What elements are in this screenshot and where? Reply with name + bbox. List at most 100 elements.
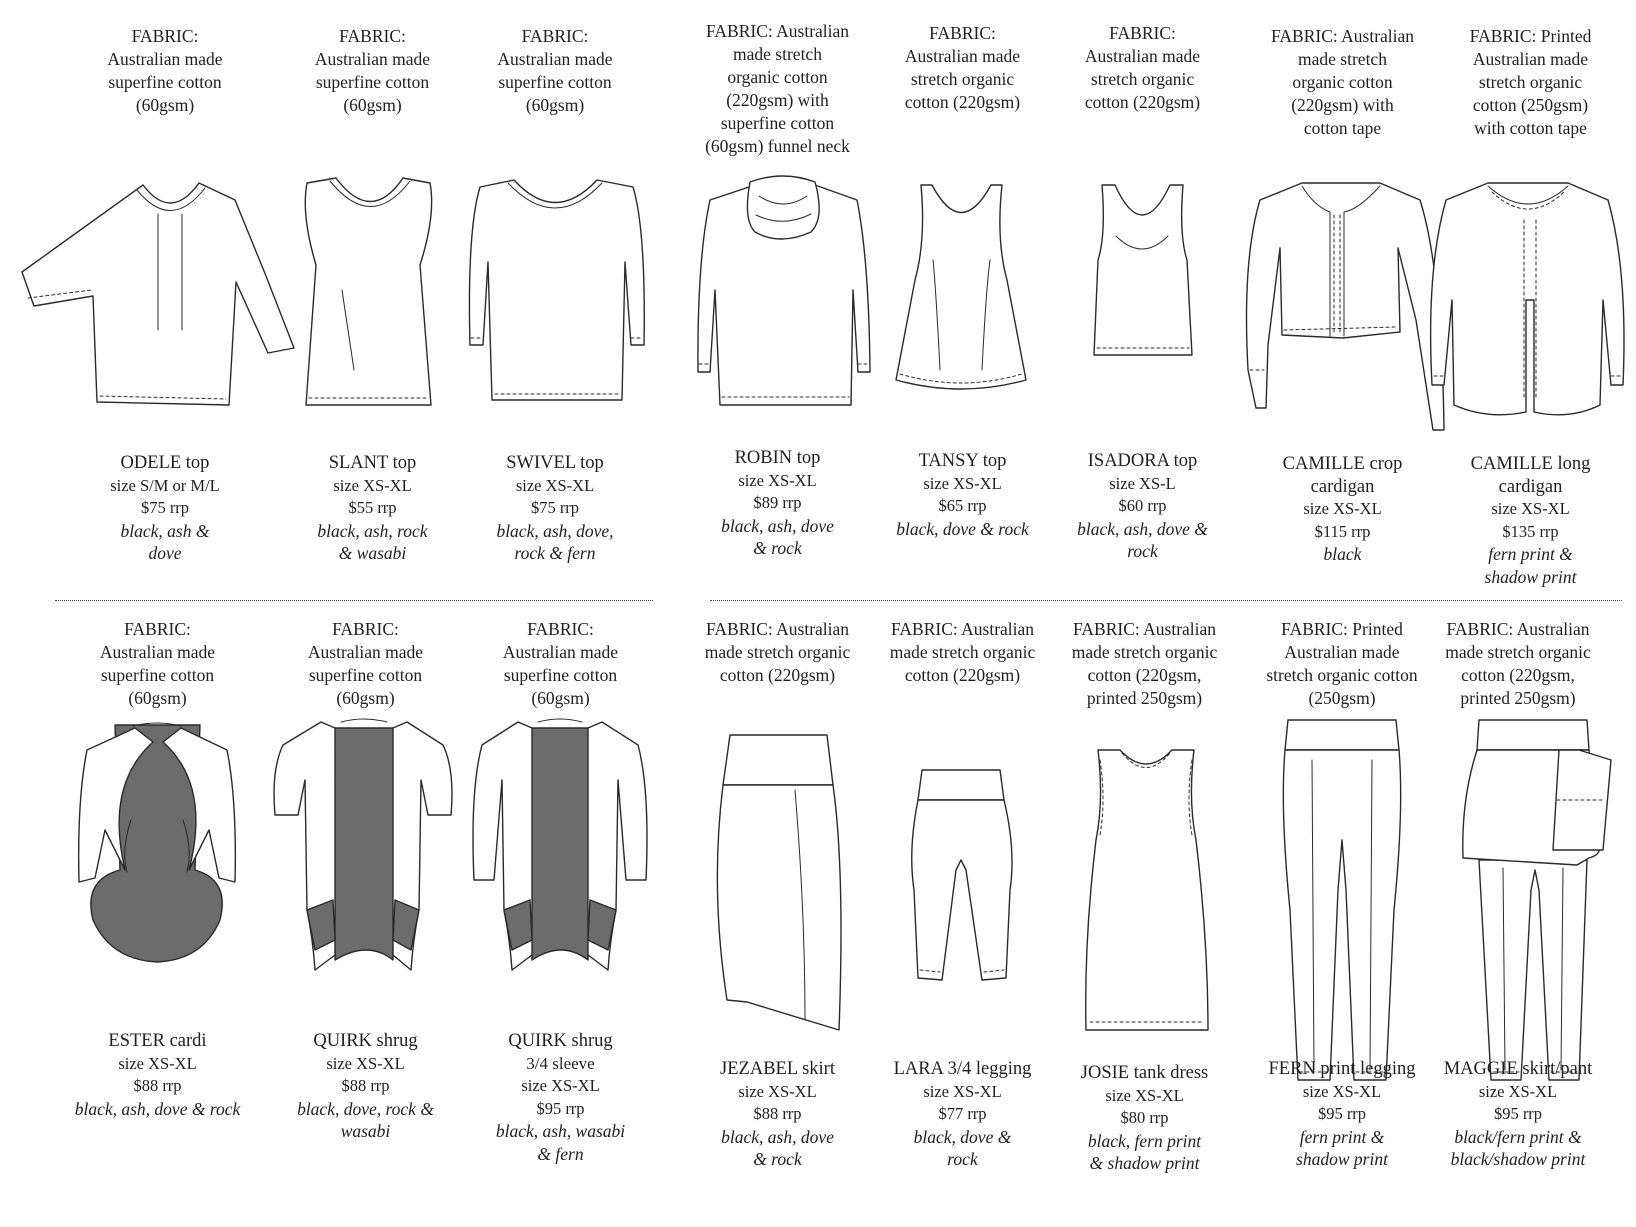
garment-price: $55 rrp — [348, 498, 397, 517]
garment-name: ESTER cardi — [108, 1031, 207, 1051]
fabric-description: FABRIC: Australian made stretch organic … — [1084, 23, 1201, 112]
fabric-description: FABRIC: Australian made stretch organic … — [705, 21, 850, 156]
row-divider-left — [55, 600, 653, 601]
garment-card-camille-crop: FABRIC: Australian made stretch organic … — [1220, 0, 1465, 590]
garment-name: SWIVEL top — [506, 453, 604, 473]
garment-price: $95 rrp — [1317, 1104, 1367, 1123]
garment-price: $95 rrp — [1493, 1104, 1543, 1123]
garment-size: size XS-XL — [515, 475, 595, 495]
garment-card-quirk-shrug: FABRIC: Australian made superfine cotton… — [243, 610, 488, 1200]
quirk-shrug-3-4-sketch — [472, 718, 648, 971]
garment-name: QUIRK shrug — [313, 1031, 418, 1051]
garment-name: TANSY top — [918, 451, 1007, 471]
garment-size: size XS-L — [1109, 473, 1176, 493]
garment-colors: black — [1323, 544, 1362, 564]
garment-info: MAGGIE skirt/pant size XS-XL $95 rrp bla… — [1403, 1058, 1633, 1171]
garment-info: FERN print legging size XS-XL $95 rrp fe… — [1212, 1058, 1472, 1171]
garment-colors: black, ash &dove — [120, 520, 210, 564]
garment-card-robin: FABRIC: Australian made stretch organic … — [655, 0, 900, 590]
garment-info: ODELE top size S/M or M/L $75 rrp black,… — [40, 452, 290, 565]
josie-tank-dress-sketch — [1085, 749, 1209, 1031]
garment-size: size XS-XL — [1491, 499, 1570, 518]
garment-colors: black, ash, dove &rock — [1077, 518, 1208, 562]
garment-info: ESTER cardi size XS-XL $88 rrp black, as… — [35, 1030, 280, 1120]
fabric-description: FABRIC: Australian made superfine cotton… — [502, 619, 619, 708]
fabric-description: FABRIC: Australian made stretch organic … — [704, 619, 851, 685]
garment-colors: black/fern print &black/shadow print — [1450, 1126, 1586, 1170]
garment-price: $75 rrp — [140, 498, 190, 517]
garment-card-isadora: FABRIC: Australian made stretch organic … — [1020, 0, 1265, 590]
garment-info: JEZABEL skirt size XS-XL $88 rrp black, … — [655, 1058, 900, 1171]
garment-colors: black, ash, dove& rock — [721, 1126, 834, 1170]
garment-card-slant: FABRIC: Australian made superfine cotton… — [250, 0, 495, 590]
garment-price: $77 rrp — [938, 1104, 987, 1123]
garment-colors: black, dove & rock — [896, 518, 1029, 539]
garment-card-quirk-shrug-3-4: FABRIC: Australian made superfine cotton… — [438, 610, 683, 1200]
jezabel-skirt-sketch — [716, 734, 842, 1031]
garment-name-line-2: 3/4 sleeve — [526, 1053, 595, 1073]
fabric-description: FABRIC: Australian made superfine cotton… — [99, 619, 216, 708]
maggie-skirt-pant-sketch — [1462, 719, 1612, 1081]
garment-info: CAMILLE crop cardigan size XS-XL $115 rr… — [1220, 453, 1465, 566]
camille-long-cardigan-sketch — [1429, 182, 1625, 416]
garment-name: QUIRK shrug — [508, 1031, 613, 1051]
lara-legging-sketch — [911, 769, 1013, 981]
garment-name: CAMILLE crop — [1282, 454, 1403, 474]
garment-colors: black, fern print& shadow print — [1087, 1130, 1202, 1174]
garment-price: $88 rrp — [753, 1104, 802, 1123]
garment-info: LARA 3/4 legging size XS-XL $77 rrp blac… — [840, 1058, 1085, 1171]
fabric-description: FABRIC: Printed Australian made stretch … — [1266, 619, 1418, 708]
garment-size: size XS-XL — [1105, 1085, 1184, 1105]
garment-name-line-2: cardigan — [1498, 476, 1563, 497]
garment-card-lara: FABRIC: Australian made stretch organic … — [840, 610, 1085, 1200]
row-divider-right — [710, 600, 1622, 601]
swivel-top-sketch — [468, 179, 645, 401]
garment-colors: black, ash, dove & rock — [74, 1098, 241, 1119]
garment-size: size XS-XL — [923, 473, 1002, 493]
garment-name: SLANT top — [328, 453, 417, 473]
fern-legging-sketch — [1282, 719, 1402, 1081]
fabric-description: FABRIC: Printed Australian made stretch … — [1469, 26, 1592, 138]
garment-price: $135 rrp — [1502, 521, 1559, 541]
garment-card-swivel: FABRIC: Australian made superfine cotton… — [430, 0, 680, 590]
garment-card-ester: FABRIC: Australian made superfine cotton… — [35, 610, 280, 1200]
odele-top-sketch — [21, 182, 295, 406]
ester-cardi-sketch — [77, 722, 237, 963]
garment-name: CAMILLE long — [1470, 454, 1591, 474]
garment-size: size XS-XL — [738, 1081, 817, 1101]
garment-info: QUIRK shrug size XS-XL $88 rrp black, do… — [243, 1030, 488, 1143]
garment-card-josie: FABRIC: Australian made stretch organic … — [1022, 610, 1267, 1200]
slant-top-sketch — [304, 177, 433, 406]
garment-colors: black, ash, dove,rock & fern — [496, 520, 614, 564]
garment-name: ISADORA top — [1087, 451, 1198, 471]
garment-colors: black, dove &rock — [913, 1126, 1012, 1170]
garment-info: CAMILLE long cardigan size XS-XL $135 rr… — [1408, 453, 1636, 588]
garment-info: QUIRK shrug 3/4 sleeve size XS-XL $95 rr… — [438, 1030, 683, 1165]
garment-name: ODELE top — [120, 453, 210, 473]
garment-price: $89 rrp — [753, 493, 802, 512]
garment-colors: black, ash, wasabi& fern — [495, 1121, 626, 1164]
garment-price: $60 rrp — [1118, 496, 1167, 515]
garment-colors: black, ash, rock& wasabi — [317, 520, 428, 564]
garment-card-camille-long: FABRIC: Printed Australian made stretch … — [1408, 0, 1636, 590]
robin-top-sketch — [697, 175, 871, 406]
garment-price: $75 rrp — [530, 498, 580, 517]
garment-price: $88 rrp — [133, 1076, 182, 1095]
isadora-top-sketch — [1093, 184, 1193, 356]
garment-name: JOSIE tank dress — [1080, 1063, 1209, 1083]
garment-card-tansy: FABRIC: Australian made stretch organic … — [840, 0, 1085, 590]
garment-size: size XS-XL — [1303, 499, 1382, 518]
garment-info: ISADORA top size XS-L $60 rrp black, ash… — [1020, 450, 1265, 563]
garment-size: size XS-XL — [738, 470, 817, 490]
fabric-description: FABRIC: Australian made superfine cotton… — [497, 26, 613, 115]
garment-info: SWIVEL top size XS-XL $75 rrp black, ash… — [430, 452, 680, 565]
garment-size: size XS-XL — [923, 1081, 1002, 1101]
garment-size: size S/M or M/L — [110, 475, 220, 495]
garment-name: JEZABEL skirt — [720, 1059, 835, 1079]
garment-card-jezabel: FABRIC: Australian made stretch organic … — [655, 610, 900, 1200]
garment-colors: fern print &shadow print — [1484, 544, 1577, 587]
garment-card-odele: FABRIC: Australian made superfine cotton… — [21, 0, 295, 590]
garment-size: size XS-XL — [1302, 1081, 1382, 1101]
fabric-description: FABRIC: Australian made superfine cotton… — [314, 26, 431, 115]
garment-price: $115 rrp — [1314, 521, 1371, 541]
